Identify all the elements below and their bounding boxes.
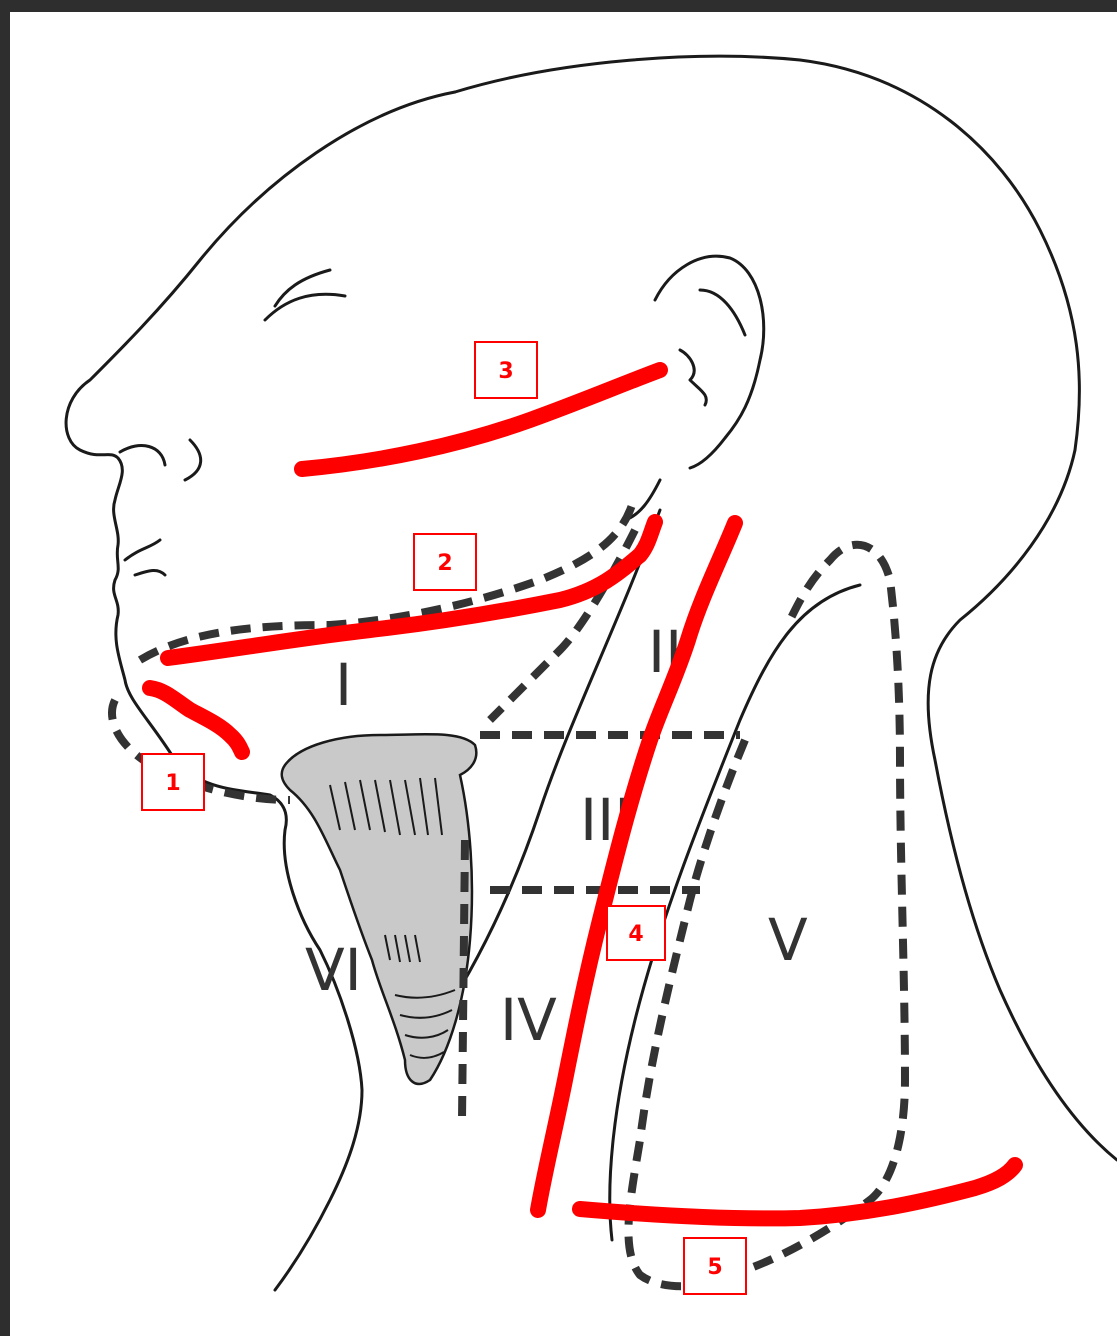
marker-2: 2	[414, 534, 476, 590]
marker-3: 3	[475, 342, 537, 398]
level-iv-label: IV	[500, 986, 557, 1054]
level-v-label: V	[768, 906, 808, 974]
face-profile-outline	[66, 92, 455, 1290]
larynx-cartilage	[282, 734, 477, 1084]
marker-1-label: 1	[165, 771, 180, 796]
level-vi-label: VI	[305, 936, 362, 1004]
marker-5-label: 5	[707, 1255, 722, 1280]
marker-2-label: 2	[437, 551, 452, 576]
neck-diagram: I II III IV V VI 1 2 3 4 5	[10, 12, 1117, 1336]
ear-outline	[655, 256, 764, 468]
nostril-outline	[120, 440, 201, 480]
incision-4	[538, 523, 735, 1210]
marker-3-label: 3	[498, 359, 513, 384]
marker-1: 1	[142, 754, 204, 810]
mouth-outline	[125, 540, 165, 575]
marker-5: 5	[684, 1238, 746, 1294]
level-i-label: I	[335, 651, 352, 719]
level-vi-boundary	[462, 840, 465, 1120]
eye-outline	[265, 270, 345, 320]
marker-4-label: 4	[628, 922, 643, 947]
diagram-frame: I II III IV V VI 1 2 3 4 5	[10, 12, 1117, 1336]
marker-4: 4	[607, 906, 665, 960]
incision-5	[580, 1165, 1015, 1218]
incision-2	[168, 522, 655, 658]
